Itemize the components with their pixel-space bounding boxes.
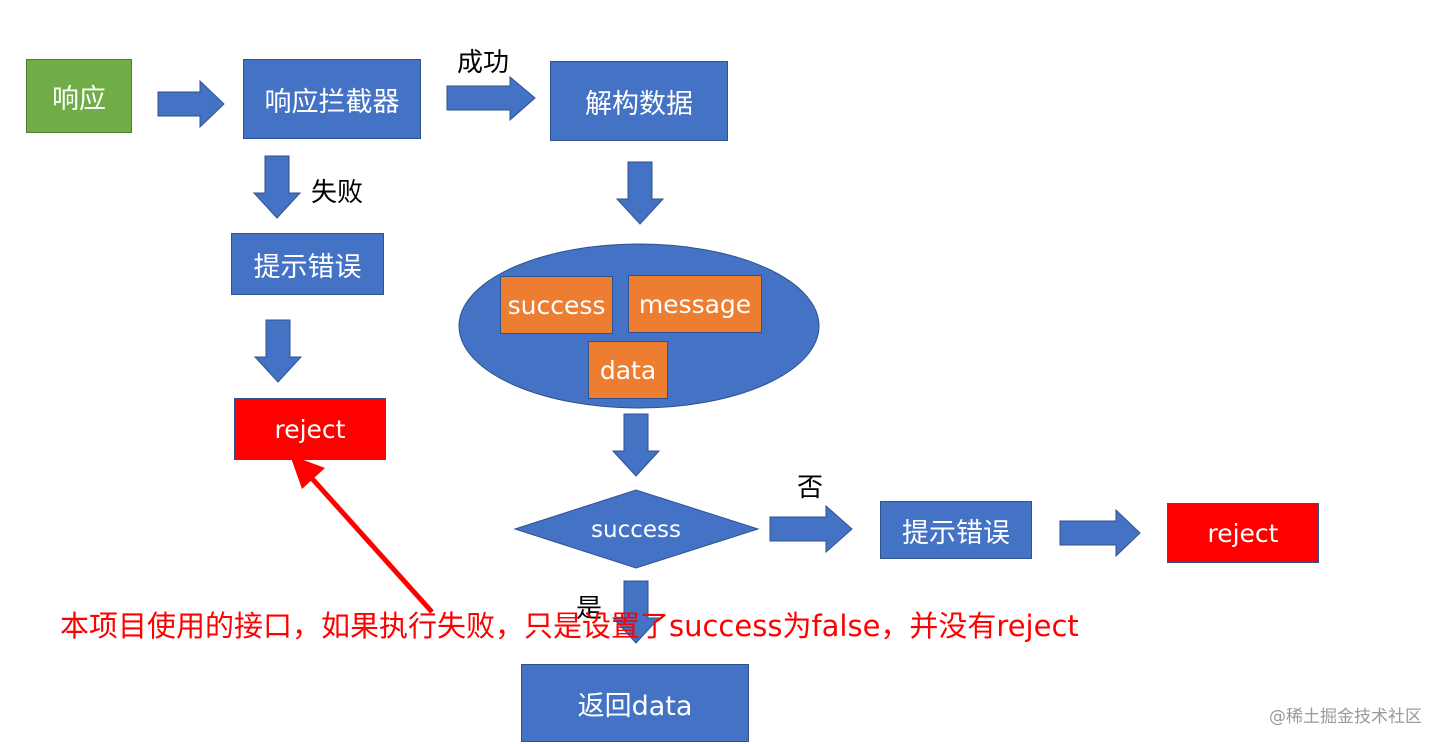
response-label: 响应 [52, 83, 106, 115]
arrow-interceptor-to-show-error [252, 155, 302, 219]
edge-label-yes: 是 [576, 594, 603, 624]
return-data-node: 返回data [521, 664, 749, 742]
reject-node-left: reject [234, 398, 386, 460]
field-success-label: success [507, 290, 606, 320]
arrow-fields-to-decision [611, 413, 661, 477]
field-message-node: message [628, 275, 762, 333]
reject-label-left: reject [274, 414, 346, 444]
interceptor-node: 响应拦截器 [243, 59, 421, 139]
arrow-show-error-to-reject-left [253, 319, 303, 383]
field-success-node: success [500, 276, 613, 334]
decision-text-wrapper: success [560, 510, 712, 550]
field-message-label: message [638, 289, 752, 319]
show-error-node-left: 提示错误 [231, 233, 384, 295]
arrow-no-to-show-error [769, 504, 853, 554]
return-data-label: 返回data [577, 690, 693, 722]
show-error-node-right: 提示错误 [880, 501, 1032, 559]
interceptor-label: 响应拦截器 [264, 86, 400, 118]
reject-node-right: reject [1167, 503, 1319, 563]
arrow-response-to-interceptor [157, 79, 225, 129]
arrow-destructure-to-fields [615, 161, 665, 225]
arrow-show-error-to-reject [1059, 508, 1141, 558]
annotation-arrow-line [306, 472, 434, 614]
arrow-interceptor-to-destructure [446, 75, 536, 122]
show-error-label-right: 提示错误 [902, 517, 1010, 549]
annotation-arrow-head [290, 455, 325, 489]
annotation-note: 本项目使用的接口，如果执行失败，只是设置了success为false，并没有re… [60, 609, 1079, 643]
response-node: 响应 [26, 59, 132, 133]
show-error-label-left: 提示错误 [253, 251, 362, 283]
destructure-label: 解构数据 [585, 88, 693, 120]
success-decision-diamond [513, 489, 760, 569]
decision-success-label: success [591, 517, 681, 543]
edge-label-fail: 失败 [311, 178, 364, 208]
destructure-node: 解构数据 [550, 61, 728, 141]
edge-label-no: 否 [797, 473, 824, 503]
field-data-label: data [599, 355, 657, 385]
field-data-node: data [588, 341, 668, 399]
edge-label-success: 成功 [457, 48, 510, 78]
watermark: @稀土掘金技术社区 [1269, 707, 1422, 727]
arrow-decision-to-return [611, 580, 661, 644]
reject-label-right: reject [1207, 518, 1279, 548]
